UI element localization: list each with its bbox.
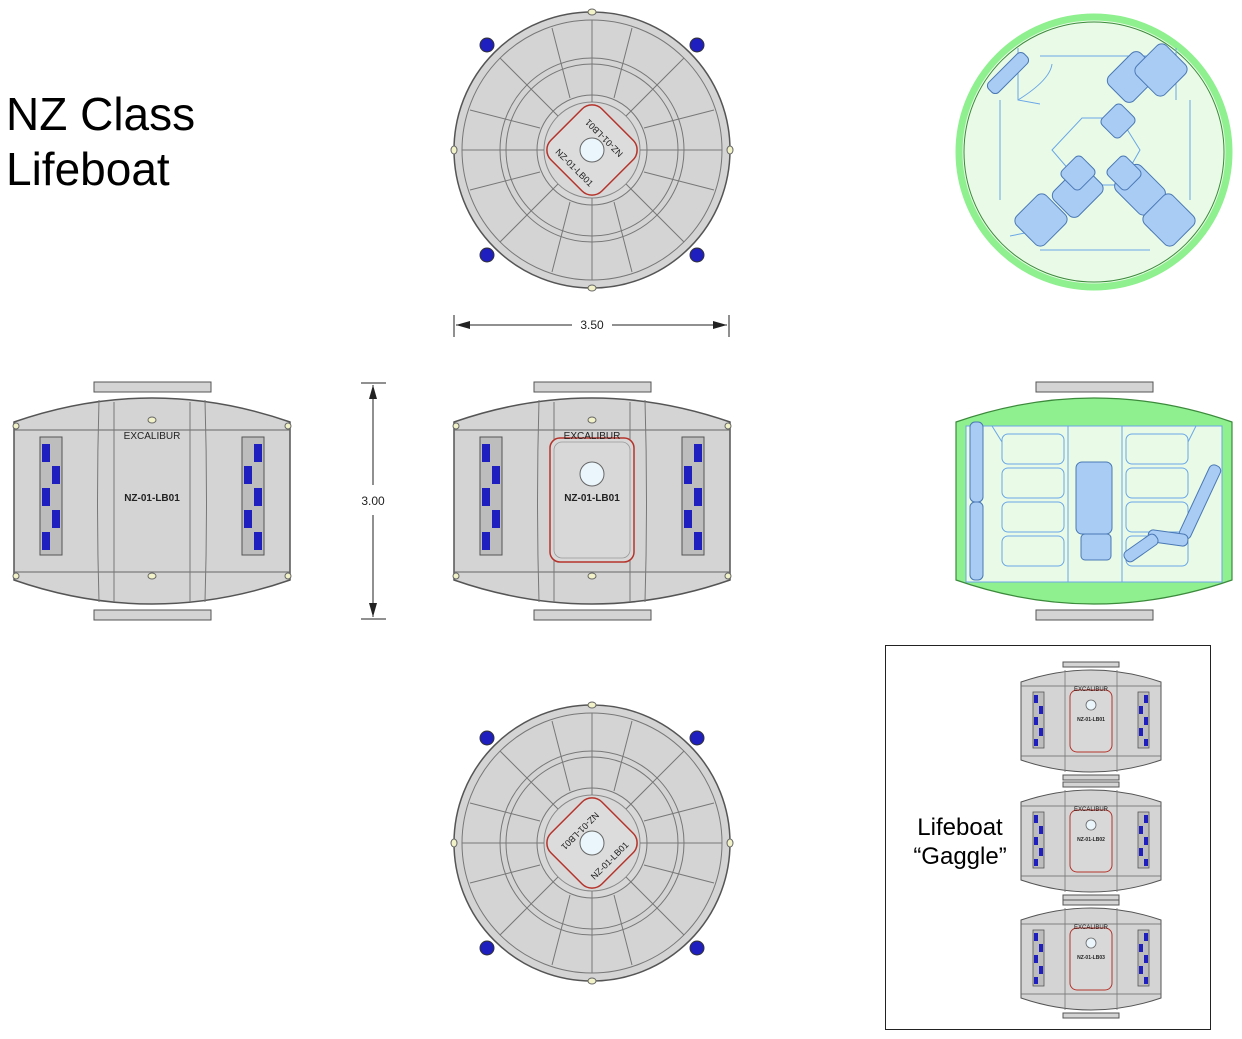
interior-side-view (955, 381, 1233, 621)
gaggle-pod-2-maker: EXCALIBUR (1074, 807, 1109, 813)
gaggle-pod-1: EXCALIBUR NZ-01-LB01 (1020, 661, 1162, 781)
gaggle-pod-3-id: NZ-01-LB03 (1077, 955, 1105, 961)
gaggle-pod-1-id: NZ-01-LB01 (1077, 717, 1105, 723)
side-view-rear-maker-label: EXCALIBUR (124, 431, 181, 442)
side-view-front-maker-label: EXCALIBUR (564, 431, 621, 442)
top-view: NZ-01-LB01 NZ-01-LB01 (450, 8, 734, 292)
gaggle-pod-3-maker: EXCALIBUR (1074, 925, 1109, 931)
title-line-1: NZ Class (6, 88, 196, 140)
gaggle-pod-2: EXCALIBUR NZ-01-LB02 (1020, 781, 1162, 901)
interior-top-view (955, 13, 1233, 291)
gaggle-stack: EXCALIBUR NZ-01-LB01 EXCALIBUR NZ-01-LB0… (1020, 661, 1162, 1019)
gaggle-inset-frame (885, 645, 1211, 1030)
title-line-2: Lifeboat (6, 143, 170, 195)
gaggle-pod-2-id: NZ-01-LB02 (1077, 837, 1105, 843)
gaggle-pod-1-maker: EXCALIBUR (1074, 687, 1109, 693)
gaggle-pod-3: EXCALIBUR NZ-01-LB03 (1020, 899, 1162, 1019)
side-view-rear-id-label: NZ-01-LB01 (124, 493, 180, 504)
gaggle-label-line-2: “Gaggle” (913, 843, 1007, 870)
width-dimension-label: 3.50 (580, 318, 604, 332)
gaggle-label-line-1: Lifeboat (917, 814, 1003, 841)
width-dimension: 3.50 (453, 315, 730, 337)
height-dimension-label: 3.00 (361, 494, 385, 508)
side-view-front: EXCALIBUR NZ-01-LB01 (452, 381, 732, 621)
side-view-front-id-label: NZ-01-LB01 (564, 493, 620, 504)
bottom-view: NZ-01-LB01 NZ-01-LB01 (450, 701, 734, 985)
side-view-rear: EXCALIBUR NZ-01-LB01 (12, 381, 292, 621)
height-dimension: 3.00 (361, 382, 386, 620)
